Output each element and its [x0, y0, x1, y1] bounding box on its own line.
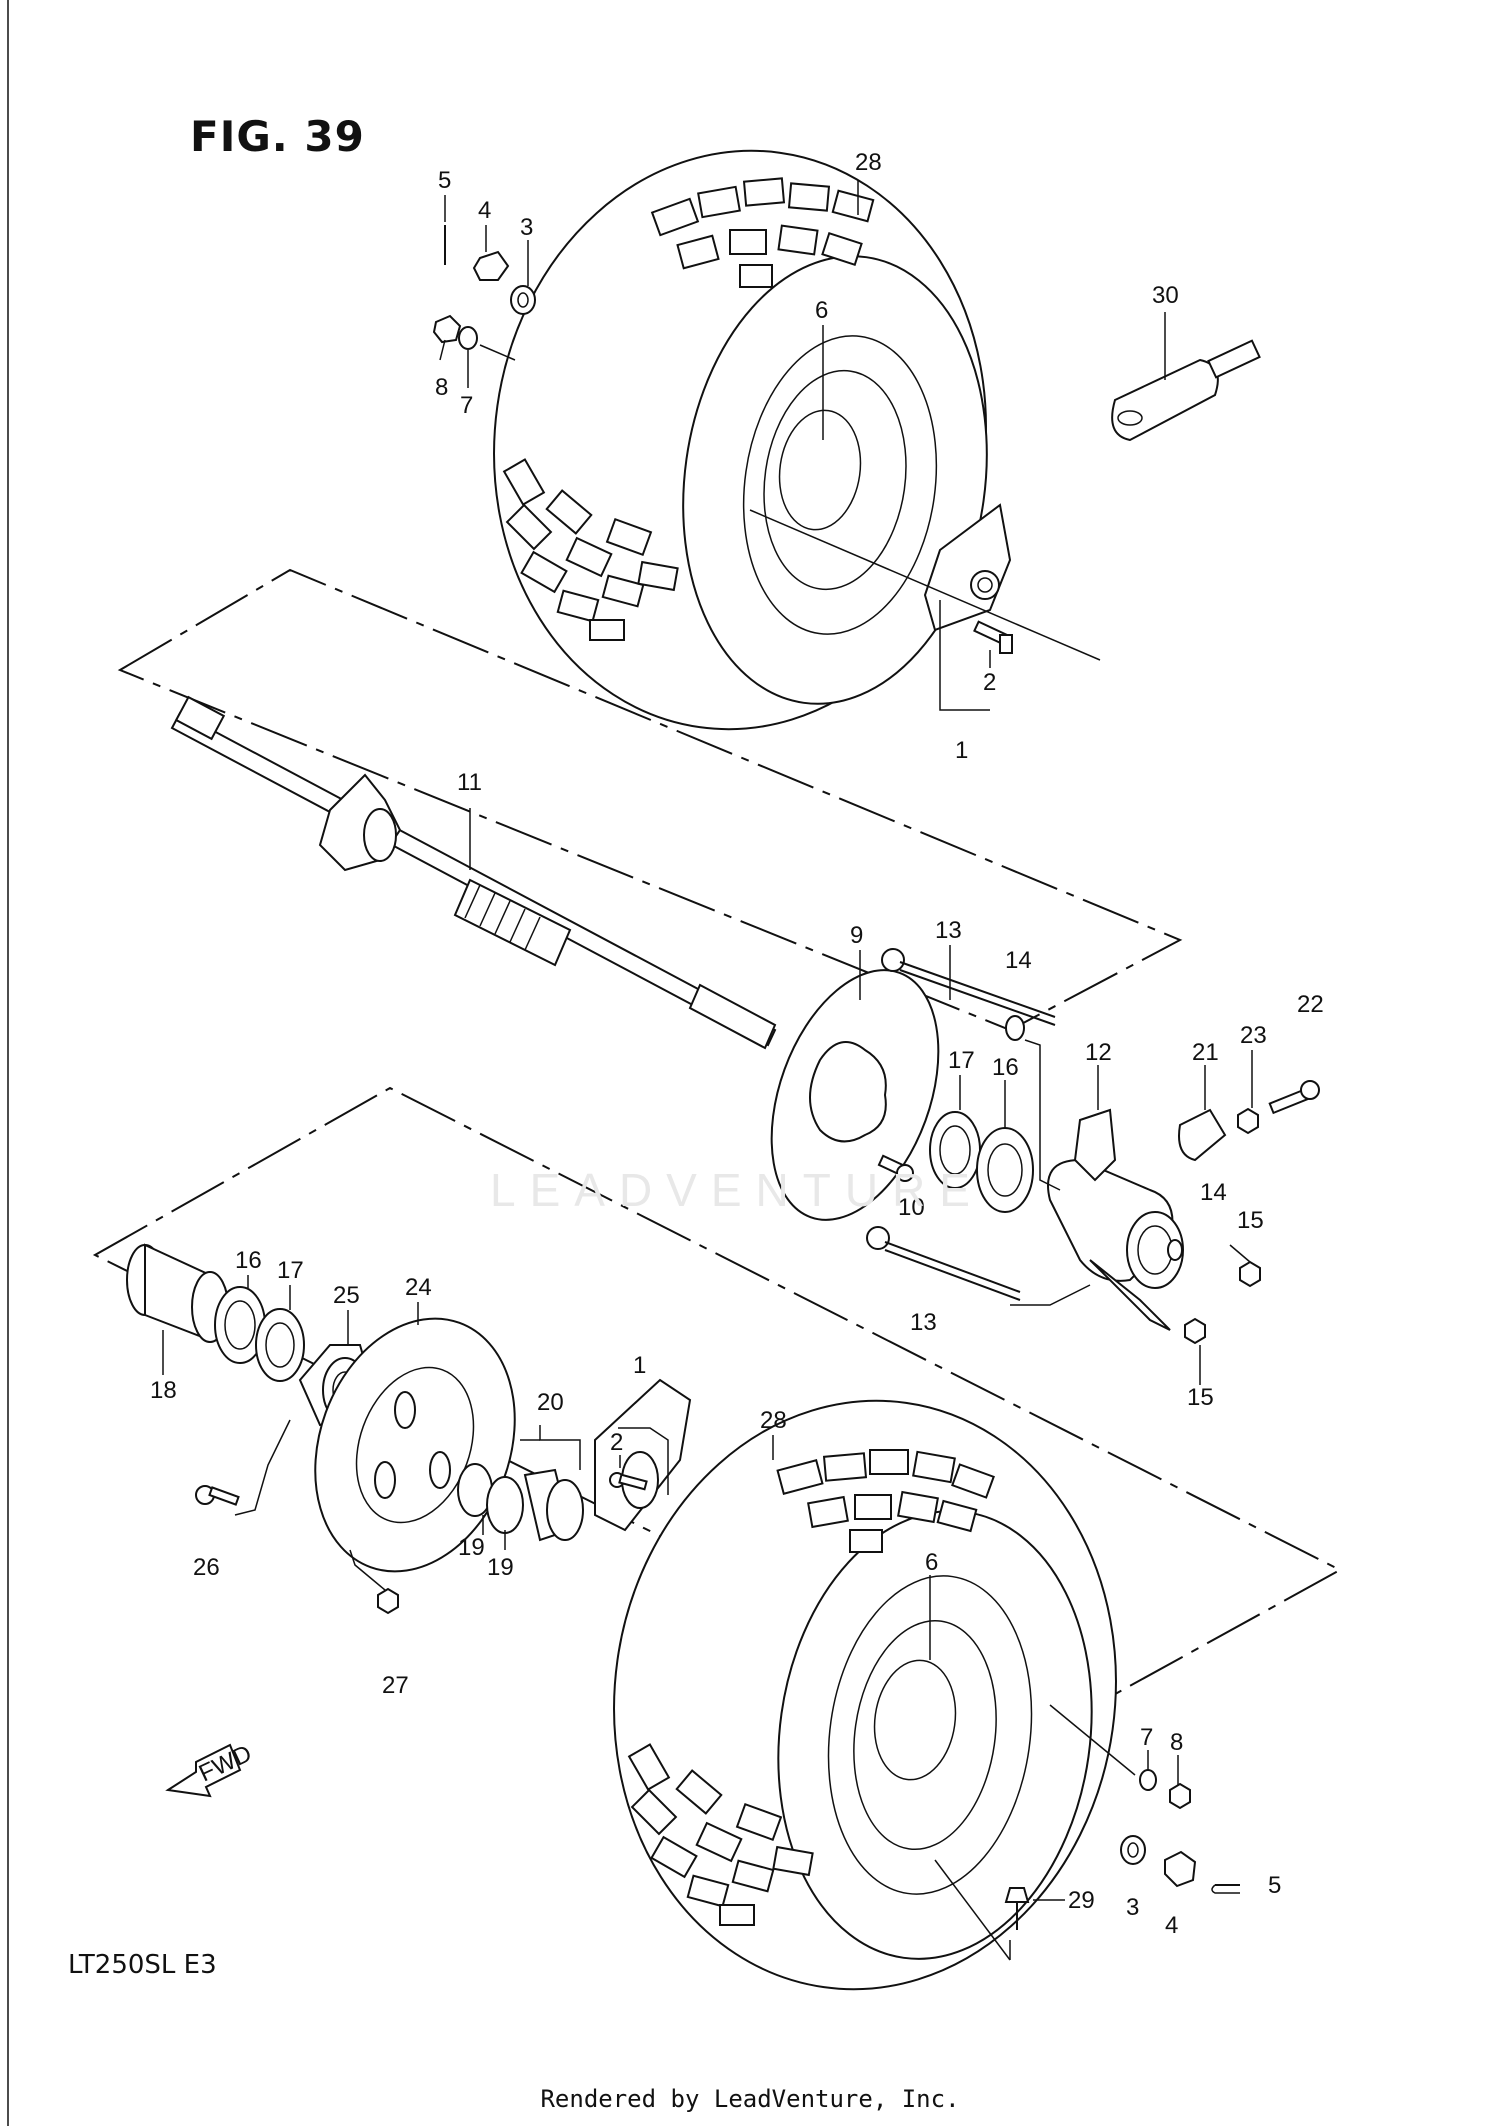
- callout-4-top: 4: [478, 197, 491, 224]
- fwd-arrow-icon: [165, 1743, 242, 1798]
- callout-14-top: 14: [1005, 947, 1032, 974]
- callout-26: 26: [193, 1554, 220, 1581]
- footer-credit: Rendered by LeadVenture, Inc.: [540, 2085, 960, 2113]
- callout-20: 20: [537, 1389, 564, 1416]
- callout-4-low: 4: [1165, 1912, 1178, 1939]
- callout-labels: 5 4 3 8 7 28 6 30 2 1 11 9 13 14 17 16 1…: [150, 149, 1324, 1939]
- callout-13-low: 13: [910, 1309, 937, 1336]
- callout-19b: 19: [487, 1554, 514, 1581]
- nut-23: [1237, 1107, 1259, 1135]
- callout-16-right: 16: [992, 1054, 1019, 1081]
- nut-15-low: [1184, 1317, 1206, 1345]
- callout-13-top: 13: [935, 917, 962, 944]
- callout-15-top: 15: [1237, 1207, 1264, 1234]
- callout-18: 18: [150, 1377, 177, 1404]
- callout-17-left: 17: [277, 1257, 304, 1284]
- callout-7-low: 7: [1140, 1724, 1153, 1751]
- pin-30: [1111, 339, 1261, 442]
- leader-lines: [162, 180, 1253, 1961]
- rear-axle: [170, 695, 777, 1050]
- callout-8-top: 8: [435, 374, 448, 401]
- bearing-right: [976, 1127, 1034, 1213]
- callout-14-low: 14: [1200, 1179, 1227, 1206]
- brake-disc: [770, 969, 940, 1221]
- oil-seal-left: [255, 1308, 305, 1382]
- upper-assembly-outline: [117, 568, 1183, 1032]
- callout-6-low: 6: [925, 1549, 938, 1576]
- through-bolt-low: [866, 1226, 1021, 1301]
- callout-3-low: 3: [1126, 1894, 1139, 1921]
- callout-12: 12: [1085, 1039, 1112, 1066]
- bearing-left: [214, 1286, 266, 1364]
- callout-5-top: 5: [438, 167, 451, 194]
- disc-bolt: [877, 1154, 914, 1182]
- rear-tire-top: [493, 149, 988, 731]
- callout-30: 30: [1152, 282, 1179, 309]
- callout-22: 22: [1297, 991, 1324, 1018]
- callout-10: 10: [898, 1194, 925, 1221]
- callout-2-top: 2: [983, 669, 996, 696]
- figure-title: FIG. 39: [190, 112, 365, 161]
- callout-2-low: 2: [610, 1429, 623, 1456]
- wheel-hub-top: [749, 503, 1101, 661]
- callout-25: 25: [333, 1282, 360, 1309]
- washer-low: [1167, 1239, 1183, 1261]
- clamp-21: [1178, 1108, 1227, 1162]
- callout-7-top: 7: [460, 392, 473, 419]
- callout-16-left: 16: [235, 1247, 262, 1274]
- callout-15-low: 15: [1187, 1384, 1214, 1411]
- callout-17-right: 17: [948, 1047, 975, 1074]
- callout-8-low: 8: [1170, 1729, 1183, 1756]
- callout-21: 21: [1192, 1039, 1219, 1066]
- spacer-18: [126, 1243, 229, 1343]
- callout-1-top: 1: [955, 737, 968, 764]
- hub-bolt-top: [973, 620, 1013, 654]
- callout-1-low: 1: [633, 1352, 646, 1379]
- callout-3-top: 3: [520, 214, 533, 241]
- sprocket-nut: [377, 1587, 399, 1615]
- washer-top: [1005, 1015, 1025, 1041]
- callout-5-low: 5: [1268, 1872, 1281, 1899]
- axle-nut-set-low: [1049, 1704, 1240, 1894]
- callout-27: 27: [382, 1672, 409, 1699]
- hub-bolt-low: [609, 1472, 648, 1491]
- through-bolt-top: [881, 948, 1056, 1026]
- callout-28-low: 28: [760, 1407, 787, 1434]
- lower-assembly-outline: [92, 1086, 1343, 1732]
- axle-housing: [1047, 1108, 1184, 1331]
- spacer-19: [457, 1463, 524, 1534]
- callout-29: 29: [1068, 1887, 1095, 1914]
- callout-28-top: 28: [855, 149, 882, 176]
- callout-19a: 19: [458, 1534, 485, 1561]
- watermark: LEADVENTURE: [490, 1164, 984, 1216]
- bolt-22: [1268, 1080, 1320, 1115]
- valve-stem: [1004, 1887, 1030, 1930]
- axle-nut-set-top: [432, 225, 536, 361]
- callout-24: 24: [405, 1274, 432, 1301]
- callout-6-top: 6: [815, 297, 828, 324]
- sprocket-bolt: [195, 1485, 240, 1506]
- rear-tire-bottom: [613, 1399, 1117, 1991]
- callout-23: 23: [1240, 1022, 1267, 1049]
- bearing-20: [523, 1468, 584, 1542]
- model-code: LT250SL E3: [68, 1950, 217, 1980]
- nut-15-top: [1239, 1260, 1261, 1288]
- callout-9: 9: [850, 922, 863, 949]
- callout-11: 11: [457, 769, 482, 796]
